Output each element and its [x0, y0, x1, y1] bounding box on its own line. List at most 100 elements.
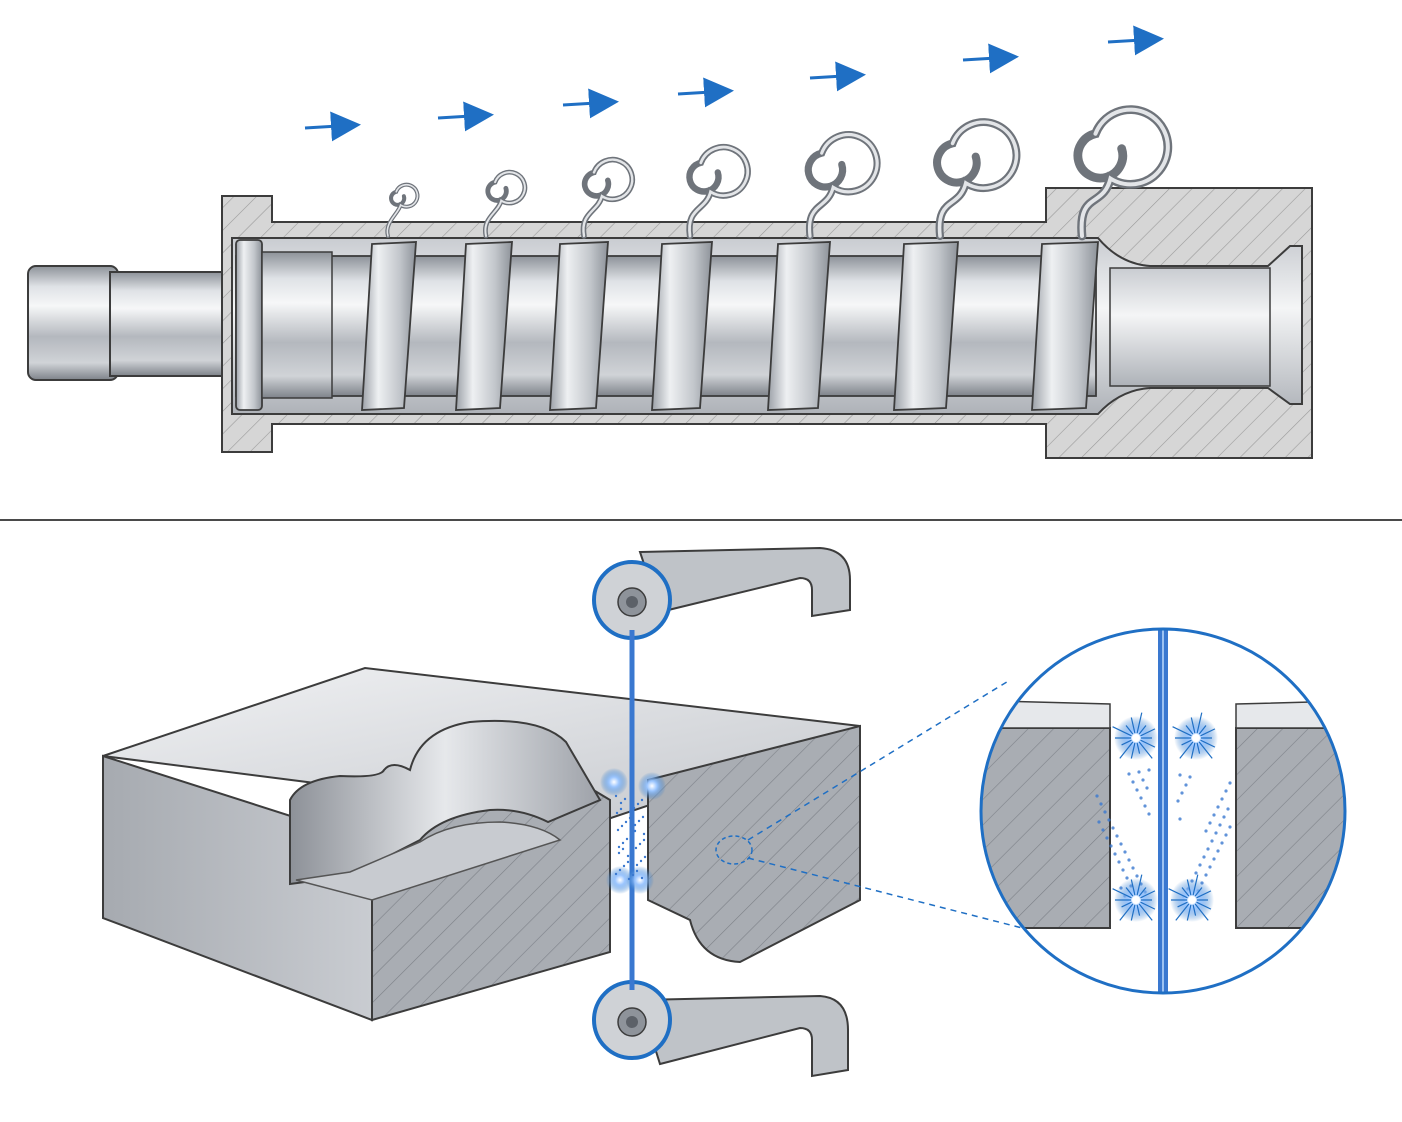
- debris-dot: [1147, 768, 1151, 772]
- debris-dot: [1204, 829, 1208, 833]
- debris-dot: [1117, 860, 1121, 864]
- spark: [626, 866, 654, 894]
- debris-dot: [1220, 841, 1224, 845]
- debris-dot: [628, 810, 632, 814]
- zoom-spark: [1172, 712, 1218, 760]
- debris-dot: [636, 802, 640, 806]
- debris-dot: [1131, 866, 1135, 870]
- debris-dot: [1115, 834, 1119, 838]
- metal-chip: [482, 169, 528, 239]
- metal-chip: [1073, 105, 1173, 241]
- metal-chip: [933, 118, 1021, 240]
- debris-dot: [1216, 805, 1220, 809]
- spark: [638, 772, 666, 800]
- thread-flight: [893, 241, 959, 411]
- debris-dot: [1121, 868, 1125, 872]
- debris-dot: [623, 797, 627, 801]
- debris-dot: [642, 832, 646, 836]
- debris-dot: [1105, 836, 1109, 840]
- debris-dot: [1178, 773, 1182, 777]
- debris-dot: [1194, 871, 1198, 875]
- debris-dot: [1228, 781, 1232, 785]
- debris-dot: [635, 863, 639, 867]
- debris-dot: [637, 819, 641, 823]
- block-right-section: [647, 724, 861, 964]
- debris-dot: [630, 850, 634, 854]
- debris-dot: [621, 841, 625, 845]
- thread-flight: [549, 241, 609, 411]
- feed-arrow: [809, 61, 866, 92]
- hidden-bore-outline: [715, 835, 753, 865]
- zoom-left-top-face: [981, 699, 1111, 729]
- debris-dot: [1123, 850, 1127, 854]
- debris-dot: [621, 847, 625, 851]
- debris-dot: [1135, 788, 1139, 792]
- debris-dot: [1127, 772, 1131, 776]
- debris-dot: [633, 829, 637, 833]
- debris-dot: [631, 873, 635, 877]
- debris-dot: [642, 838, 646, 842]
- debris-dot: [620, 824, 624, 828]
- debris-dot: [1145, 786, 1149, 790]
- thread-flight: [767, 241, 831, 411]
- debris-dot: [1143, 804, 1147, 808]
- zoom-debris: [1095, 768, 1232, 901]
- upper-arm: [638, 546, 851, 618]
- kerf-sparks: [600, 768, 666, 894]
- debris-dot: [627, 877, 631, 881]
- debris-dot: [1137, 770, 1141, 774]
- debris-dot: [1097, 820, 1101, 824]
- pocket-cavity: [289, 719, 602, 886]
- debris-dot: [641, 815, 645, 819]
- lower-arm: [638, 994, 849, 1078]
- debris-dot: [1226, 807, 1230, 811]
- debris-dot: [639, 859, 643, 863]
- debris-dot: [624, 820, 628, 824]
- feed-arrow: [962, 43, 1019, 74]
- zoom-spark: [1112, 874, 1158, 922]
- metal-chips: [385, 105, 1173, 241]
- metal-chip: [580, 156, 636, 239]
- thread-cutting-panel: [27, 25, 1313, 459]
- zoom-leader-bottom: [747, 857, 1031, 931]
- zoom-spark: [1112, 712, 1158, 760]
- debris-dot: [1204, 873, 1208, 877]
- debris-dot: [1107, 818, 1111, 822]
- debris-dot: [1212, 813, 1216, 817]
- debris-dot: [1218, 823, 1222, 827]
- debris-dot: [1095, 794, 1099, 798]
- feed-arrow: [1107, 25, 1164, 56]
- debris-dot: [1180, 791, 1184, 795]
- debris-dot: [633, 823, 637, 827]
- feed-arrow: [304, 111, 361, 142]
- debris-dot: [1210, 839, 1214, 843]
- debris-dot: [628, 816, 632, 820]
- debris-dot: [614, 794, 618, 798]
- debris-dot: [1141, 778, 1145, 782]
- debris-dot: [1214, 831, 1218, 835]
- debris-dot: [635, 869, 639, 873]
- lower-pulley-bolt: [626, 1016, 638, 1028]
- bore-cylinder: [1109, 267, 1271, 387]
- zoom-sparks: [1112, 712, 1218, 922]
- debris-dot: [640, 798, 644, 802]
- spark: [600, 768, 628, 796]
- shaft-neck: [109, 271, 241, 377]
- metal-chip: [686, 143, 751, 240]
- debris-dot: [615, 811, 619, 815]
- spark: [606, 866, 634, 894]
- debris-dot: [1135, 874, 1139, 878]
- debris-dot: [1224, 789, 1228, 793]
- debris-dot: [1099, 802, 1103, 806]
- debris-dot: [619, 801, 623, 805]
- debris-dot: [1125, 876, 1129, 880]
- metal-chip: [385, 182, 420, 238]
- feed-direction-arrows: [304, 25, 1164, 142]
- zoom-leader-top: [747, 679, 1011, 841]
- debris-dot: [1212, 857, 1216, 861]
- debris-dot: [617, 851, 621, 855]
- debris-dot: [1202, 855, 1206, 859]
- debris-dot: [1119, 842, 1123, 846]
- zoom-right-workpiece: [1235, 727, 1345, 929]
